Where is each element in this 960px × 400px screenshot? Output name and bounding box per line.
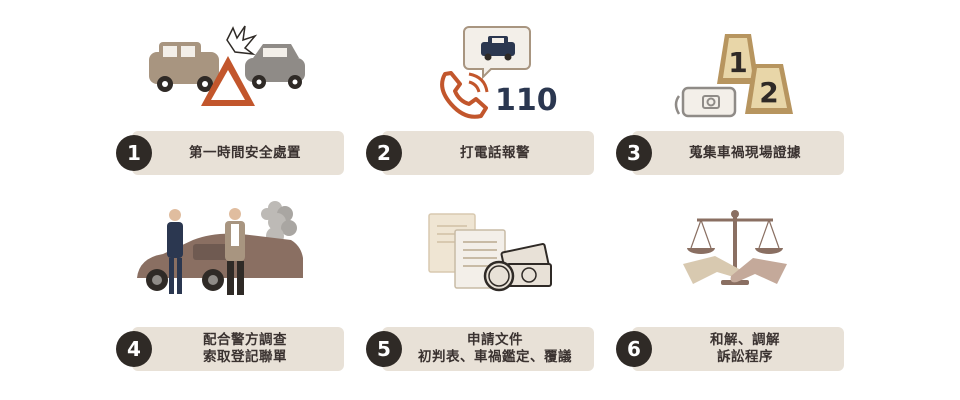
- step-label-line-2: 訴訟程序: [717, 349, 773, 365]
- step-bar: 蒐集車禍現場證據: [632, 131, 844, 175]
- step-label-line-2: 索取登記聯單: [203, 349, 287, 365]
- step-3: 蒐集車禍現場證據 3: [616, 131, 844, 175]
- step-label-line-1: 配合警方調查: [203, 332, 287, 348]
- step-label: 蒐集車禍現場證據: [689, 144, 801, 161]
- step-number-badge: 1: [116, 135, 152, 171]
- step-number-badge: 3: [616, 135, 652, 171]
- step-6: 和解、調解 訴訟程序 6: [616, 327, 844, 371]
- step-1: 第一時間安全處置 1: [116, 131, 344, 175]
- step-5: 申請文件 初判表、車禍鑑定、覆議 5: [366, 327, 594, 371]
- step-bar: 配合警方調查 索取登記聯單: [132, 327, 344, 371]
- step-4: 配合警方調查 索取登記聯單 4: [116, 327, 344, 371]
- step-label-line-1: 申請文件: [467, 332, 523, 348]
- step-bar: 申請文件 初判表、車禍鑑定、覆議: [382, 327, 594, 371]
- phone-call-police-icon: 110: [385, 22, 585, 122]
- step-label-line-2: 初判表、車禍鑑定、覆議: [418, 349, 572, 365]
- scales-handshake-icon: [635, 200, 835, 300]
- step-number-badge: 6: [616, 331, 652, 367]
- step-bar: 和解、調解 訴訟程序: [632, 327, 844, 371]
- documents-money-icon: [385, 200, 585, 300]
- step-label-line-1: 和解、調解: [710, 332, 780, 348]
- step-bar: 第一時間安全處置: [132, 131, 344, 175]
- svg-text:2: 2: [759, 76, 778, 109]
- step-bar: 打電話報警: [382, 131, 594, 175]
- svg-text:110: 110: [495, 83, 558, 118]
- step-number-badge: 2: [366, 135, 402, 171]
- car-accident-icon: [135, 22, 335, 122]
- step-2: 打電話報警 2: [366, 131, 594, 175]
- step-label: 打電話報警: [460, 144, 530, 161]
- police-investigation-icon: [135, 200, 335, 300]
- step-label: 第一時間安全處置: [189, 144, 301, 161]
- step-number-badge: 4: [116, 331, 152, 367]
- svg-text:1: 1: [728, 46, 747, 79]
- step-number-badge: 5: [366, 331, 402, 367]
- evidence-camera-icon: 1 2: [635, 22, 835, 122]
